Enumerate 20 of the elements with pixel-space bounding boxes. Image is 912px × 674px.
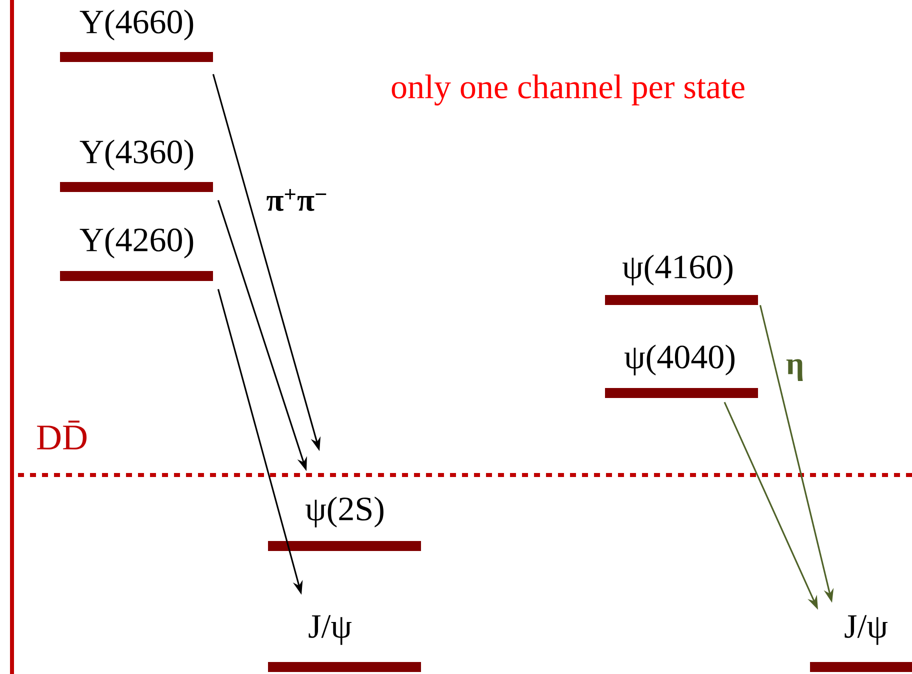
energy-level: J/ψ xyxy=(810,615,912,672)
threshold-label: DD̄ xyxy=(37,420,87,450)
energy-level: ψ(2S) xyxy=(268,496,421,551)
edge-label: η xyxy=(786,359,803,381)
edge-label: π$^{+}$π$^{−}$ xyxy=(266,189,326,211)
node-label: ψ(4160) xyxy=(622,254,732,286)
energy-level: J/ψ xyxy=(268,615,421,672)
energy-level: Y(4660) xyxy=(60,10,213,62)
node-label: J/ψ xyxy=(308,615,352,645)
node-label: ψ(2S) xyxy=(306,496,384,528)
node-label: Y(4360) xyxy=(80,140,194,170)
energy-level: Y(4260) xyxy=(60,228,213,281)
node-label: Y(4260) xyxy=(80,228,194,258)
energy-level: Y(4360) xyxy=(60,140,213,192)
node-label: Y(4660) xyxy=(80,10,194,40)
energy-level: ψ(4040) xyxy=(605,344,758,398)
node-label: J/ψ xyxy=(844,615,888,645)
heading-note: only one channel per state xyxy=(392,74,744,106)
node-label: ψ(4040) xyxy=(624,344,734,376)
energy-level: ψ(4160) xyxy=(605,254,758,305)
